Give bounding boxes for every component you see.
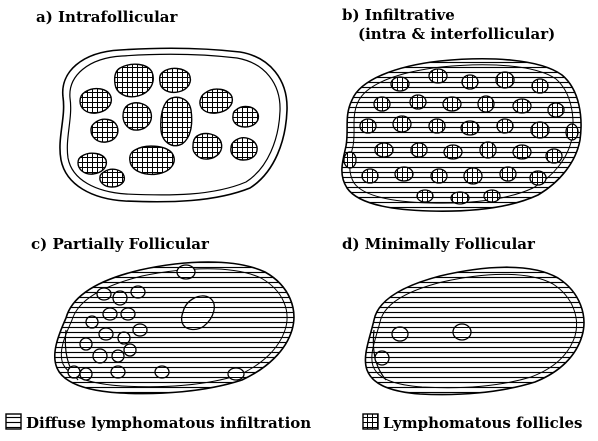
legend-diffuse-label: Diffuse lymphomatous infiltration <box>26 414 311 432</box>
panel-d-minimally-follicular: d) Minimally Follicular <box>342 235 584 395</box>
panel-a-caption: a) Intrafollicular <box>36 8 179 26</box>
legend: Diffuse lymphomatous infiltration Lympho… <box>6 414 582 432</box>
legend-diffuse-item: Diffuse lymphomatous infiltration <box>6 414 311 432</box>
panel-b-caption: b) Infiltrative <box>342 6 455 24</box>
legend-diffuse-swatch <box>6 414 21 429</box>
legend-follicles-label: Lymphomatous follicles <box>383 414 582 432</box>
follicle-cluster-a <box>78 64 258 187</box>
panel-d-caption: d) Minimally Follicular <box>342 235 536 253</box>
legend-follicles-swatch <box>363 414 378 429</box>
panel-c-caption: c) Partially Follicular <box>31 235 210 253</box>
panel-a-intrafollicular: a) Intrafollicular <box>36 8 287 202</box>
panel-b-infiltrative: b) Infiltrative (intra & interfollicular… <box>342 6 581 211</box>
panel-b-caption-line2: (intra & interfollicular) <box>358 25 555 43</box>
panel-c-partially-follicular: c) Partially Follicular <box>31 235 294 394</box>
legend-follicles-item: Lymphomatous follicles <box>363 414 582 432</box>
